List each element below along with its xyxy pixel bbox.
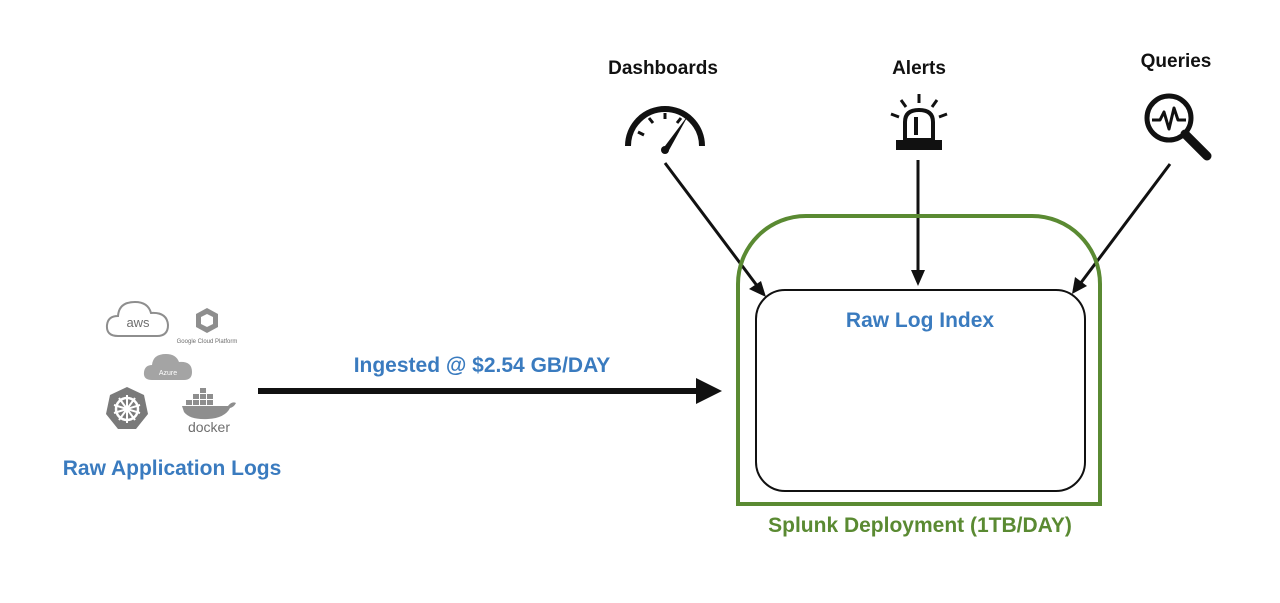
queries-label: Queries	[1140, 51, 1212, 72]
azure-cloud-icon: Azure	[143, 354, 192, 380]
google-cloud-platform-text: Google Cloud Platform	[177, 339, 238, 345]
aws-cloud-icon: aws	[105, 300, 170, 337]
speedometer-icon	[625, 106, 705, 154]
kubernetes-icon	[106, 387, 148, 429]
splunk-deployment-label: Splunk Deployment (1TB/DAY)	[768, 514, 1072, 537]
dashboards-label: Dashboards	[608, 58, 718, 79]
splunk-deployment-container	[736, 214, 1102, 506]
google-cloud-platform-icon: Google Cloud Platform	[177, 308, 238, 345]
ingest-arrow	[258, 378, 722, 404]
siren-icon	[890, 94, 948, 150]
docker-text: docker	[188, 419, 230, 434]
magnifier-waveform-icon	[1144, 93, 1212, 161]
ingest-rate-label: Ingested @ $2.54 GB/DAY	[353, 354, 611, 377]
alerts-label: Alerts	[892, 58, 946, 79]
aws-text: aws	[126, 315, 150, 330]
azure-text: Azure	[159, 370, 177, 377]
raw-log-index-box	[755, 289, 1086, 492]
raw-log-index-label: Raw Log Index	[845, 309, 995, 332]
raw-application-logs-label: Raw Application Logs	[62, 457, 282, 480]
docker-icon: docker	[182, 388, 236, 434]
